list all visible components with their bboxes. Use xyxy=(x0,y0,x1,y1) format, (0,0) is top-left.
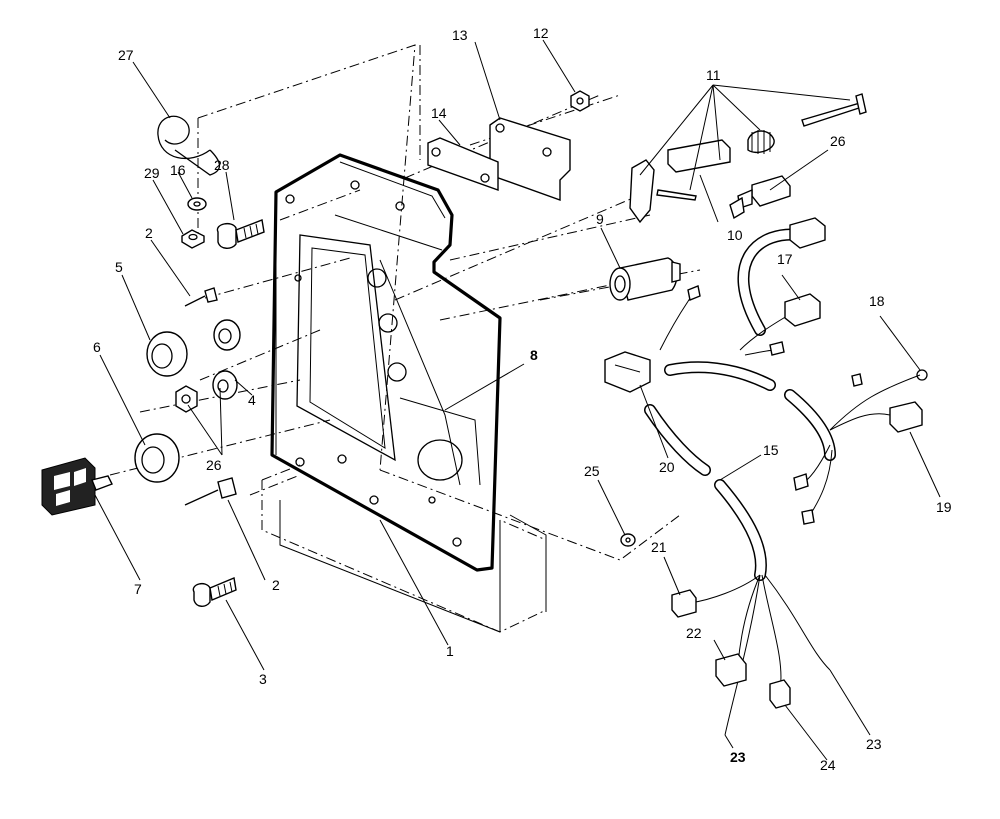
label-27: 27 xyxy=(118,47,134,63)
label-26-top: 26 xyxy=(830,133,846,149)
pin-2-lower xyxy=(184,477,237,506)
label-24: 24 xyxy=(820,757,836,773)
label-16: 16 xyxy=(170,162,186,178)
main-panel xyxy=(270,153,502,572)
label-9: 9 xyxy=(596,211,604,227)
nut-29 xyxy=(181,229,205,249)
nut-5 xyxy=(146,331,188,377)
connector-20 xyxy=(604,351,651,393)
key-switch-7 xyxy=(41,457,113,516)
label-10: 10 xyxy=(727,227,743,243)
label-29: 29 xyxy=(144,165,160,181)
label-3: 3 xyxy=(259,671,267,687)
connector-21 xyxy=(671,589,697,618)
label-12: 12 xyxy=(533,25,549,41)
label-25: 25 xyxy=(584,463,600,479)
wire-harness xyxy=(644,228,928,736)
connector-19 xyxy=(889,401,923,433)
nut-26 xyxy=(175,385,198,413)
label-18: 18 xyxy=(869,293,885,309)
label-13: 13 xyxy=(452,27,468,43)
label-17: 17 xyxy=(777,251,793,267)
label-21: 21 xyxy=(651,539,667,555)
switch-assembly xyxy=(629,93,867,224)
label-22: 22 xyxy=(686,625,702,641)
connector-22 xyxy=(715,653,747,687)
leader-lines xyxy=(94,39,941,761)
alignment-lines xyxy=(109,44,701,561)
label-26-left: 26 xyxy=(206,457,222,473)
label-2-lower: 2 xyxy=(272,577,280,593)
base-support xyxy=(261,464,547,633)
screw-28 xyxy=(216,219,265,249)
label-11: 11 xyxy=(706,67,721,83)
label-1: 1 xyxy=(446,643,454,659)
washer-4 xyxy=(212,319,241,400)
solenoid-9 xyxy=(609,257,681,301)
label-7: 7 xyxy=(134,581,142,597)
bracket-14 xyxy=(427,137,499,191)
bracket-13 xyxy=(489,117,571,201)
connector-top xyxy=(789,217,826,249)
pin-2-upper xyxy=(184,287,218,307)
label-6: 6 xyxy=(93,339,101,355)
connector-17 xyxy=(784,293,821,327)
label-20: 20 xyxy=(659,459,675,475)
washer-16 xyxy=(187,197,207,211)
label-23-bottom: 23 xyxy=(730,749,746,765)
label-8: 8 xyxy=(530,347,538,363)
label-15: 15 xyxy=(763,442,779,458)
hook-27 xyxy=(157,115,221,176)
label-28: 28 xyxy=(214,157,230,173)
connector-24 xyxy=(769,679,791,709)
washer-25 xyxy=(620,533,636,547)
label-19: 19 xyxy=(936,499,952,515)
part-labels: 27 13 12 14 11 26 16 28 29 9 10 2 17 5 1… xyxy=(93,25,952,773)
toggle-switch-26 xyxy=(729,175,791,220)
label-23-right: 23 xyxy=(866,736,882,752)
screw-3 xyxy=(192,577,237,607)
label-14: 14 xyxy=(431,105,447,121)
label-2-upper: 2 xyxy=(145,225,153,241)
small-plugs xyxy=(687,285,863,525)
nut-6 xyxy=(134,433,180,483)
nut-12 xyxy=(570,90,590,112)
label-4: 4 xyxy=(248,392,256,408)
label-5: 5 xyxy=(115,259,123,275)
